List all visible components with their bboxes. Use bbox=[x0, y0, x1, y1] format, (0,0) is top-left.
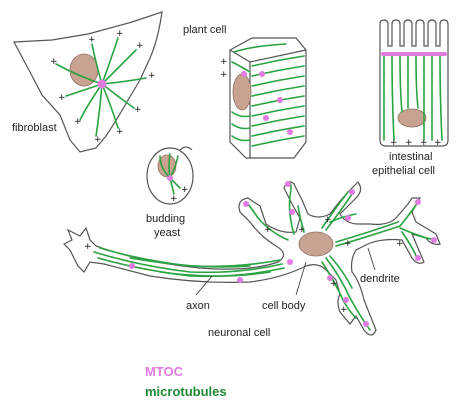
plant-cell-label: plant cell bbox=[183, 24, 226, 36]
svg-text:+: + bbox=[298, 225, 306, 235]
yeast-mtoc bbox=[167, 175, 173, 181]
svg-text:+: + bbox=[84, 242, 92, 252]
svg-text:+: + bbox=[181, 185, 189, 195]
svg-text:+: + bbox=[340, 305, 348, 315]
svg-text:+: + bbox=[88, 35, 96, 45]
intestinal-cell-mtoc-band bbox=[381, 52, 447, 56]
intestinal-cell-label-line2: epithelial cell bbox=[372, 165, 435, 177]
svg-text:+: + bbox=[94, 135, 102, 145]
svg-text:+: + bbox=[434, 138, 442, 148]
neuronal-cell: + + + + + + + + bbox=[62, 181, 441, 336]
neuronal-cell-label: neuronal cell bbox=[208, 327, 270, 339]
intestinal-epithelial-cell: + + + + bbox=[379, 19, 449, 148]
svg-text:+: + bbox=[148, 71, 156, 81]
svg-text:+: + bbox=[116, 127, 124, 137]
yeast-label-line2: yeast bbox=[154, 227, 180, 239]
svg-text:+: + bbox=[116, 29, 124, 39]
svg-text:+: + bbox=[330, 279, 338, 289]
svg-text:+: + bbox=[405, 138, 413, 148]
fibroblast-cell: + + + + + + + + + + bbox=[13, 11, 163, 153]
svg-text:+: + bbox=[74, 117, 82, 127]
svg-text:+: + bbox=[220, 70, 228, 80]
svg-text:+: + bbox=[420, 138, 428, 148]
intestinal-cell-plus-ends: + + + + bbox=[390, 138, 442, 148]
svg-text:+: + bbox=[58, 93, 66, 103]
plant-cell-plus-ends: + + bbox=[220, 57, 228, 80]
svg-text:+: + bbox=[390, 138, 398, 148]
svg-text:+: + bbox=[134, 105, 142, 115]
svg-text:+: + bbox=[136, 41, 144, 51]
neuron-microtubules bbox=[93, 181, 435, 331]
neuron-nucleus bbox=[298, 231, 334, 257]
svg-text:+: + bbox=[264, 225, 272, 235]
yeast-label-line1: budding bbox=[146, 213, 185, 225]
fibroblast-mtoc bbox=[97, 79, 107, 89]
neuron-leader-lines bbox=[195, 247, 376, 296]
svg-text:+: + bbox=[324, 215, 332, 225]
svg-text:+: + bbox=[220, 57, 228, 67]
neuron-outline bbox=[62, 181, 441, 336]
axon-label: axon bbox=[186, 300, 210, 312]
intestinal-cell-outline bbox=[379, 19, 449, 147]
intestinal-cell-microtubules bbox=[383, 55, 443, 141]
plant-cell-nucleus bbox=[232, 73, 252, 111]
neuron-plus-ends: + + + + + + + + bbox=[84, 215, 404, 315]
intestinal-cell-label-line1: intestinal bbox=[389, 151, 432, 163]
fibroblast-label: fibroblast bbox=[12, 122, 57, 134]
yeast-plus-ends: + + bbox=[170, 185, 189, 204]
legend-microtubules: microtubules bbox=[145, 384, 227, 399]
neuron-mtocs bbox=[129, 181, 437, 327]
svg-text:+: + bbox=[344, 239, 352, 249]
intestinal-cell-nucleus bbox=[397, 108, 427, 128]
legend-mtoc: MTOC bbox=[145, 364, 184, 379]
plant-cell: + + bbox=[220, 37, 307, 159]
budding-yeast-cell: + + bbox=[146, 146, 194, 205]
fibroblast-plus-ends: + + + + + + + + + + bbox=[50, 29, 156, 145]
cell-body-label: cell body bbox=[262, 300, 306, 312]
svg-text:+: + bbox=[170, 194, 178, 204]
plant-cell-microtubules bbox=[231, 43, 305, 147]
dendrite-label: dendrite bbox=[360, 273, 400, 285]
svg-text:+: + bbox=[50, 57, 58, 67]
plant-cell-mtocs bbox=[241, 71, 293, 135]
svg-text:+: + bbox=[396, 239, 404, 249]
